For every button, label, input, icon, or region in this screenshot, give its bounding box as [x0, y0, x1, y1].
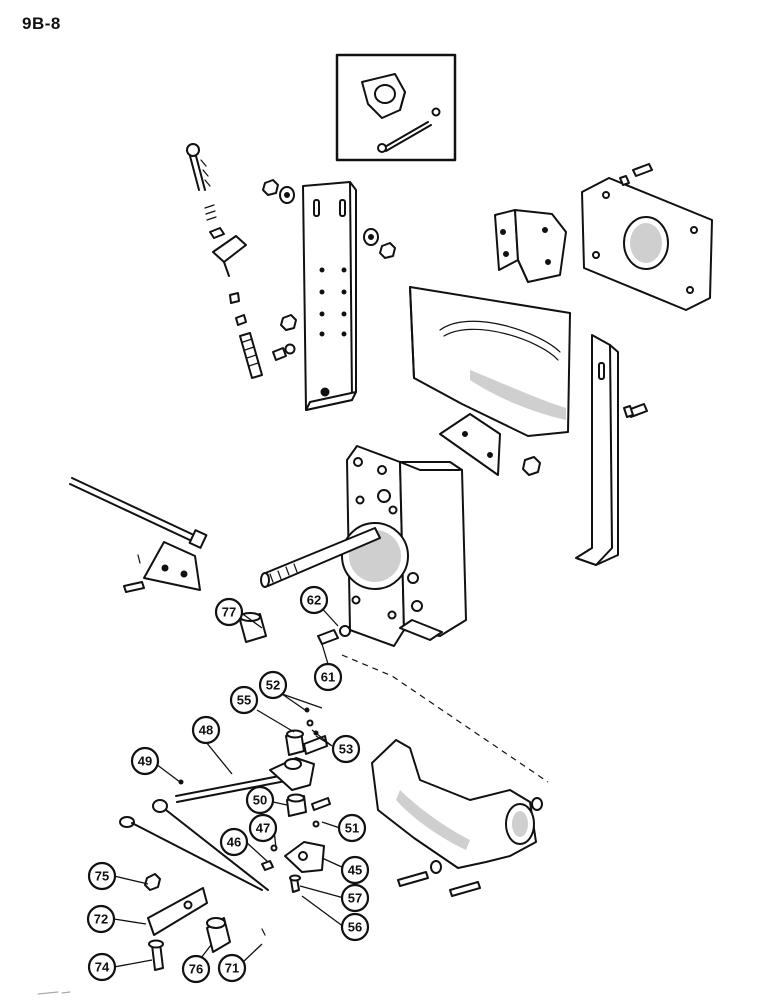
callout-49: 49 [130, 746, 160, 776]
support-plate-left [123, 541, 201, 593]
callout-53: 53 [331, 734, 361, 764]
shift-rod-long [69, 477, 208, 549]
callout-71: 71 [217, 953, 247, 983]
scan-artifact [37, 991, 71, 995]
callout-46: 46 [219, 827, 249, 857]
callout-51: 51 [337, 813, 367, 843]
callout-76-label: 76 [189, 962, 203, 977]
callout-52: 52 [258, 670, 288, 700]
callout-76: 76 [181, 954, 211, 984]
control-link-rod [119, 779, 269, 891]
callout-74-label: 74 [95, 960, 110, 975]
callout-55-label: 55 [237, 693, 251, 708]
callout-61-label: 61 [321, 670, 335, 685]
callout-49-label: 49 [138, 754, 152, 769]
callout-62-label: 62 [307, 593, 321, 608]
callout-57: 57 [340, 883, 370, 913]
grease-fitting [317, 625, 351, 645]
callout-50-label: 50 [253, 793, 267, 808]
pto-shield [409, 286, 571, 476]
callout-56: 56 [340, 912, 370, 942]
callout-74: 74 [87, 952, 117, 982]
shift-fork-rod [175, 707, 328, 803]
callout-53-label: 53 [339, 742, 353, 757]
callout-50: 50 [245, 785, 275, 815]
callout-61: 61 [313, 662, 343, 692]
leader-lines [113, 603, 345, 968]
pto-gearbox-housing [260, 445, 467, 647]
callout-47: 47 [248, 813, 278, 843]
callout-77: 77 [214, 597, 244, 627]
shift-lever-assembly [186, 143, 263, 379]
callout-46-label: 46 [227, 835, 241, 850]
callout-72: 72 [86, 904, 116, 934]
shifter-housing [371, 739, 543, 897]
callout-56-label: 56 [348, 920, 362, 935]
callout-45-label: 45 [348, 863, 362, 878]
callout-48: 48 [191, 715, 221, 745]
callout-75-label: 75 [95, 869, 109, 884]
assembly-dashed-line [341, 654, 549, 783]
small-hardware-lower [261, 793, 331, 893]
callout-52-label: 52 [266, 678, 280, 693]
inset-detail-box [335, 53, 457, 162]
callout-47-label: 47 [256, 821, 270, 836]
callout-48-label: 48 [199, 723, 213, 738]
adapter-plate [581, 163, 713, 311]
callout-71-label: 71 [225, 961, 239, 976]
angle-bracket [494, 209, 567, 283]
page-code: 9B-8 [22, 14, 61, 33]
callout-57-label: 57 [348, 891, 362, 906]
callout-51-label: 51 [345, 821, 359, 836]
callout-75: 75 [87, 861, 117, 891]
bracket-assembly-lower-left [144, 873, 266, 971]
hardware-upper [262, 179, 396, 361]
side-channel-bracket [575, 334, 648, 566]
gusset-plate [439, 413, 501, 476]
callout-77-label: 77 [222, 605, 236, 620]
callout-62: 62 [299, 585, 329, 615]
tall-mounting-bracket [302, 181, 357, 411]
callout-72-label: 72 [94, 912, 108, 927]
callout-55: 55 [229, 685, 259, 715]
callout-45: 45 [340, 855, 370, 885]
